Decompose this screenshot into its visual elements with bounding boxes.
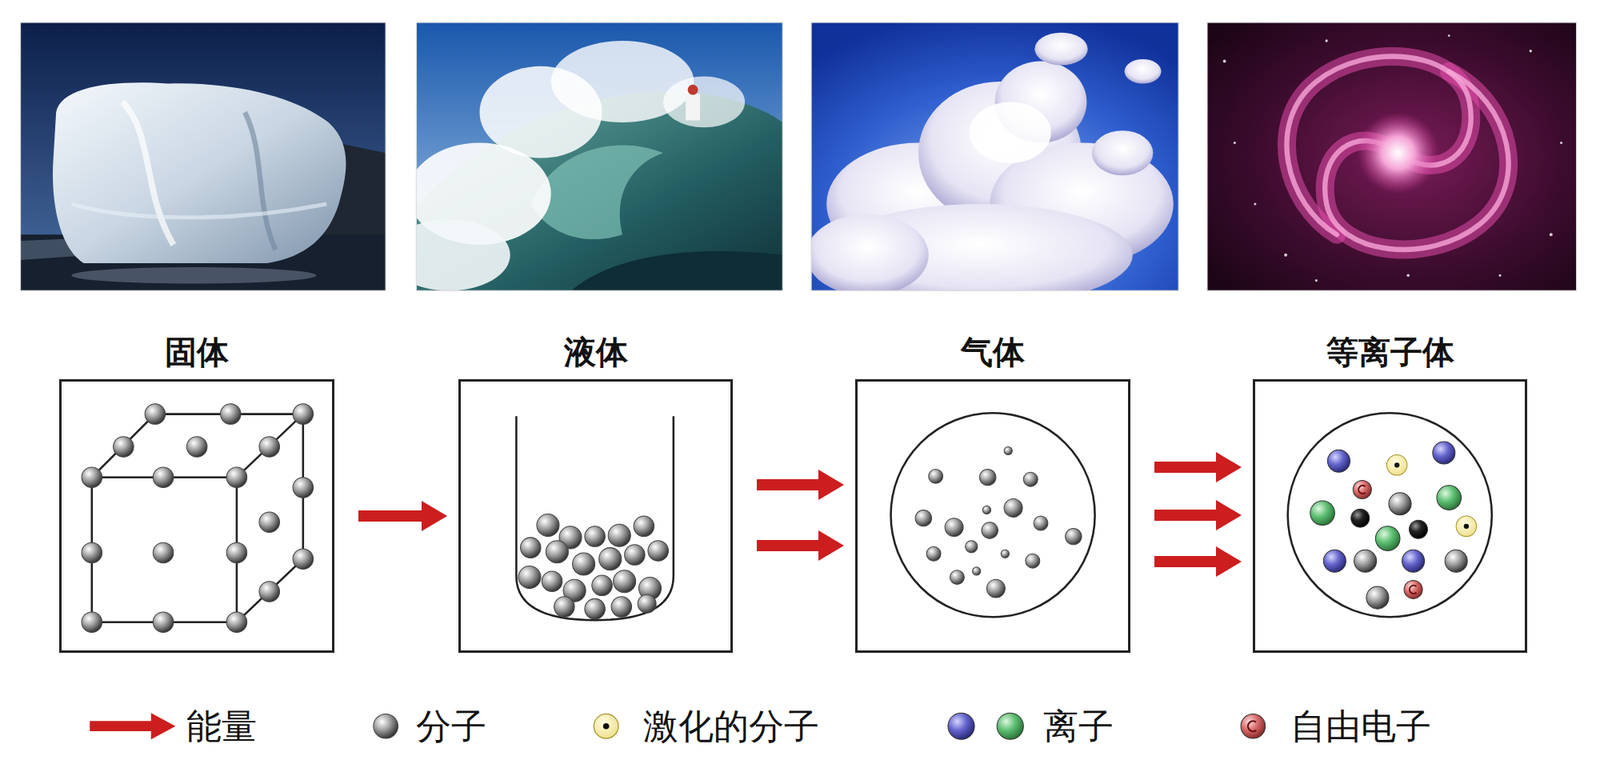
legend-text: 离子 [1043,707,1114,746]
wave-photo [416,22,783,291]
gas-container [891,412,1096,617]
energy-arrow [756,530,844,561]
state-heading: 液体 [428,333,763,371]
energy-arrow [756,469,844,500]
state-box: 气体 [855,379,1131,653]
ice-photo [20,22,387,291]
legend-text: 激化的分子 [643,707,820,746]
state-heading: 气体 [825,333,1160,371]
state-heading: 固体 [29,333,364,371]
state-heading: 等离子体 [1223,333,1557,371]
energy-arrow-sample [89,712,176,740]
excited-molecule-sample [593,713,619,739]
photo-frame [811,22,1179,291]
state-box: 固体 [59,379,335,653]
photo-frame [416,22,783,291]
state-box: 液体 [458,379,733,653]
energy-arrow [1154,546,1242,577]
energy-arrow [358,500,448,532]
photo-frame [1207,22,1577,291]
state-box: 等离子体 [1252,379,1528,653]
galaxy-photo [1207,22,1577,291]
cloud-photo [811,22,1179,291]
electron-sample [1240,713,1266,739]
molecule-sample [373,713,399,739]
legend-text: 自由电子 [1290,707,1432,746]
crystal-lattice [81,404,314,633]
energy-arrow [1154,500,1242,531]
ion-sample [948,712,975,740]
plasma-container [1288,412,1492,617]
liquid-beaker [516,416,673,620]
ion-sample [996,712,1024,740]
energy-arrow [1154,452,1242,483]
photo-frame [20,22,387,291]
legend-text: 分子 [416,707,487,746]
legend-text: 能量 [186,707,257,746]
